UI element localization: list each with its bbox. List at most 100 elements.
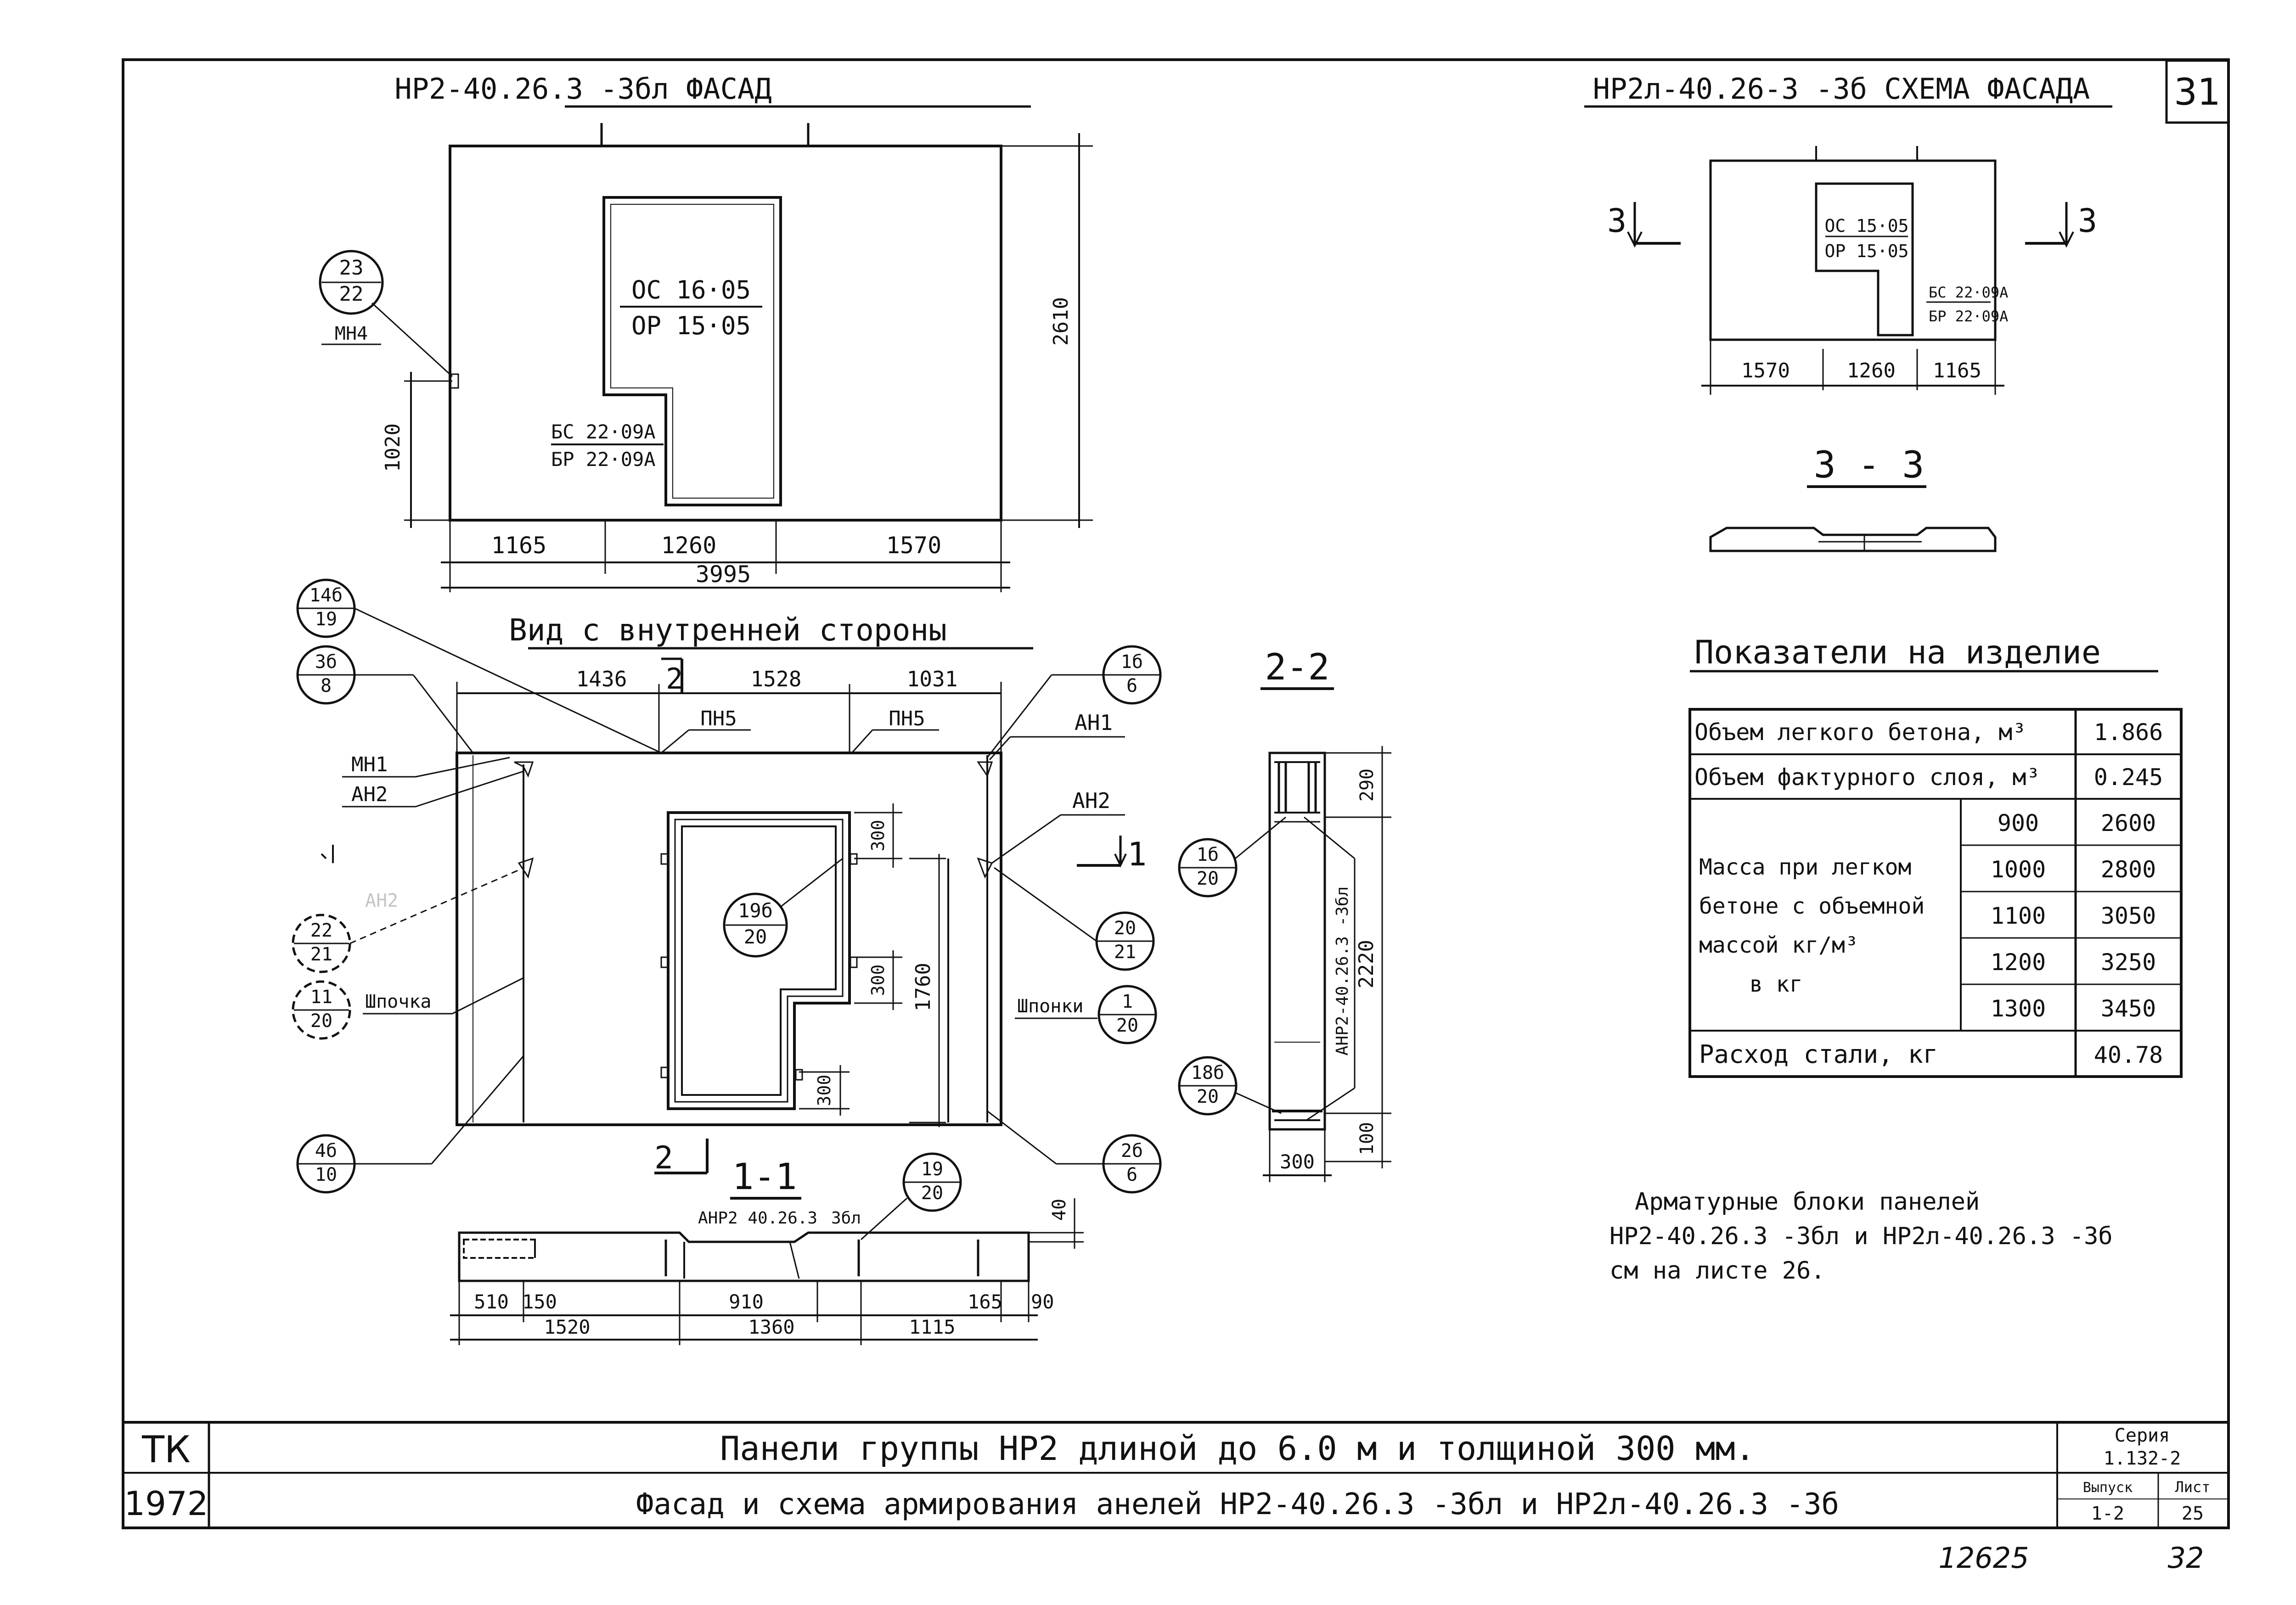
- title-sheet-label: Лист: [2175, 1478, 2210, 1496]
- callout-4b-10: 4б 10: [296, 1055, 524, 1194]
- scheme-title: НР2л-40.26-3 -3б СХЕМА ФАСАДА: [1593, 72, 2090, 106]
- callout-3b-8: 3б 8: [296, 645, 474, 753]
- section-11: 1-1 2 АНР2 40.26.3 3бл 40 510 150 910 16…: [450, 1139, 1084, 1345]
- callout-4b-10-den: 10: [315, 1164, 337, 1185]
- scheme-dim-1: 1570: [1741, 359, 1790, 382]
- section-22-dim-2220: 2220: [1355, 940, 1378, 988]
- facade-title: НР2-40.26.3 -3бл ФАСАД: [394, 72, 771, 106]
- callout-4b-10-num: 4б: [315, 1140, 337, 1162]
- inner-rebar-frame: [667, 811, 851, 1110]
- title-line-2: Фасад и схема армирования анелей НР2-40.…: [636, 1487, 1839, 1521]
- facade-dim-1: 1165: [491, 532, 546, 559]
- indicator-mass-1000: 2800: [2101, 856, 2156, 883]
- inner-cut-marker: 2: [666, 662, 683, 696]
- section-11-label-right: 3бл: [831, 1209, 861, 1228]
- callout-1-20: 1 20: [1097, 985, 1157, 1044]
- section-11-dim-510: 510: [474, 1291, 509, 1313]
- callout-3b-8-den: 8: [321, 675, 332, 696]
- section-11-profile: [458, 1231, 1030, 1282]
- facade-dim-sill: 1020: [381, 423, 405, 472]
- handwritten-number-left: 12625: [1938, 1541, 2029, 1575]
- facade-panel: [449, 145, 1002, 522]
- inner-cut-marker-right: 1: [1127, 836, 1147, 873]
- callout-14b-19: 14б 19: [296, 578, 662, 754]
- inner-dim-c: 1031: [907, 667, 958, 691]
- indicators-title: Показатели на изделие: [1694, 634, 2101, 671]
- indicator-volume-face-value: 0.245: [2094, 764, 2163, 791]
- title-year: 1972: [124, 1484, 208, 1523]
- scheme-window-mark-top: ОС 15·05: [1824, 216, 1908, 236]
- indicator-mass-1300: 3450: [2101, 995, 2156, 1022]
- callout-11-20-den: 20: [310, 1010, 332, 1032]
- inner-dim-300-c: 300: [814, 1075, 834, 1106]
- scheme-door-mark-bottom: БР 22·09А: [1929, 308, 2008, 325]
- section-11-title: 1-1: [732, 1156, 797, 1198]
- scheme-panel: [1709, 159, 1997, 341]
- title-series-label: Серия: [2115, 1425, 2170, 1446]
- indicator-steel-value: 40.78: [2094, 1042, 2163, 1068]
- indicator-volume-face-label: Объем фактурного слоя, м³: [1694, 764, 2040, 791]
- facade-dim-2: 1260: [661, 532, 716, 559]
- callout-22-21: 22 21: [292, 869, 519, 973]
- inner-label-an2-left: АН2: [351, 783, 388, 806]
- facade-dim-height: 2610: [1049, 297, 1073, 346]
- callout-1b-6: 1б 6: [986, 645, 1162, 758]
- indicator-volume-light-value: 1.866: [2094, 719, 2163, 746]
- section-22-dim-300: 300: [1280, 1150, 1315, 1173]
- inner-pn5-a: ПН5: [700, 707, 737, 730]
- callout-20-21-den: 21: [1114, 942, 1136, 963]
- scheme-window-mark-bottom: ОР 15·05: [1824, 241, 1908, 261]
- callout-22-21-den: 21: [310, 944, 332, 965]
- callout-1b-20: 1б 20: [1178, 816, 1286, 898]
- callout-14b-19-den: 19: [315, 609, 337, 630]
- inner-title: Вид с внутренней стороны: [509, 612, 947, 648]
- indicator-density-900: 900: [1998, 810, 2039, 836]
- callout-1b-20-num: 1б: [1197, 844, 1219, 865]
- indicator-density-1100: 1100: [1991, 903, 2046, 929]
- callout-11-20-num: 11: [310, 987, 332, 1008]
- section-22-profile: [1268, 752, 1326, 1131]
- callout-14b-19-num: 14б: [310, 585, 343, 606]
- title-issue-label: Выпуск: [2083, 1480, 2133, 1496]
- callout-19b-20-den: 20: [744, 926, 767, 948]
- callout-19b-20: 19б 20: [723, 858, 843, 958]
- callout-18b-20: 18б 20: [1178, 1056, 1282, 1116]
- section-11-dim-1360: 1360: [748, 1316, 794, 1338]
- section-11-dim-165: 165: [968, 1291, 1002, 1313]
- callout-18b-20-num: 18б: [1191, 1062, 1224, 1083]
- inner-label-shponki-right: Шпонки: [1017, 996, 1084, 1017]
- note-line-3: см на листе 26.: [1609, 1257, 1825, 1285]
- scheme-dim-3: 1165: [1933, 359, 1981, 382]
- title-line-1: Панели группы НР2 длиной до 6.0 м и толщ…: [720, 1429, 1755, 1468]
- section-33-title: 3 - 3: [1814, 443, 1925, 486]
- section-11-label-left: АНР2 40.26.3: [698, 1209, 817, 1228]
- facade-callout-den: 22: [339, 282, 364, 306]
- title-tk: ТК: [141, 1428, 191, 1471]
- inner-label-mn1: МН1: [351, 753, 388, 776]
- title-sheet-value: 25: [2182, 1503, 2204, 1524]
- indicator-volume-light-label: Объем легкого бетона, м³: [1694, 719, 2026, 746]
- scheme-cut-left: 3: [1607, 202, 1626, 240]
- inner-dim-300-a: 300: [868, 820, 888, 852]
- callout-19-20-num: 19: [921, 1159, 943, 1180]
- callout-18b-20-den: 20: [1197, 1086, 1219, 1107]
- indicator-density-1200: 1200: [1991, 949, 2046, 976]
- section-22-dim-290: 290: [1356, 769, 1378, 802]
- section-11-marker: 2: [654, 1140, 673, 1176]
- inner-view: Вид с внутренней стороны 1436 1528 1031 …: [292, 578, 1162, 1194]
- title-series-value: 1.132-2: [2104, 1448, 2181, 1469]
- indicator-mass-900: 2600: [2101, 810, 2156, 836]
- facade-door-mark-top: БС 22·09А: [551, 421, 656, 443]
- indicator-mass-1100: 3050: [2101, 903, 2156, 929]
- facade-callout-tag: МН4: [335, 323, 368, 344]
- callout-2b-6: 2б 6: [987, 1110, 1162, 1194]
- note-line-2: НР2-40.26.3 -3бл и НР2л-40.26.3 -3б: [1609, 1223, 2113, 1250]
- indicator-mass-1200: 3250: [2101, 949, 2156, 976]
- indicator-density-1000: 1000: [1991, 856, 2046, 883]
- callout-20-21: 20 21: [994, 867, 1155, 971]
- section-11-dim-1520: 1520: [544, 1316, 590, 1338]
- note: Арматурные блоки панелей НР2-40.26.3 -3б…: [1609, 1188, 2113, 1285]
- facade-door-mark-bottom: БР 22·09А: [551, 448, 656, 471]
- facade-dim-3: 1570: [886, 532, 941, 559]
